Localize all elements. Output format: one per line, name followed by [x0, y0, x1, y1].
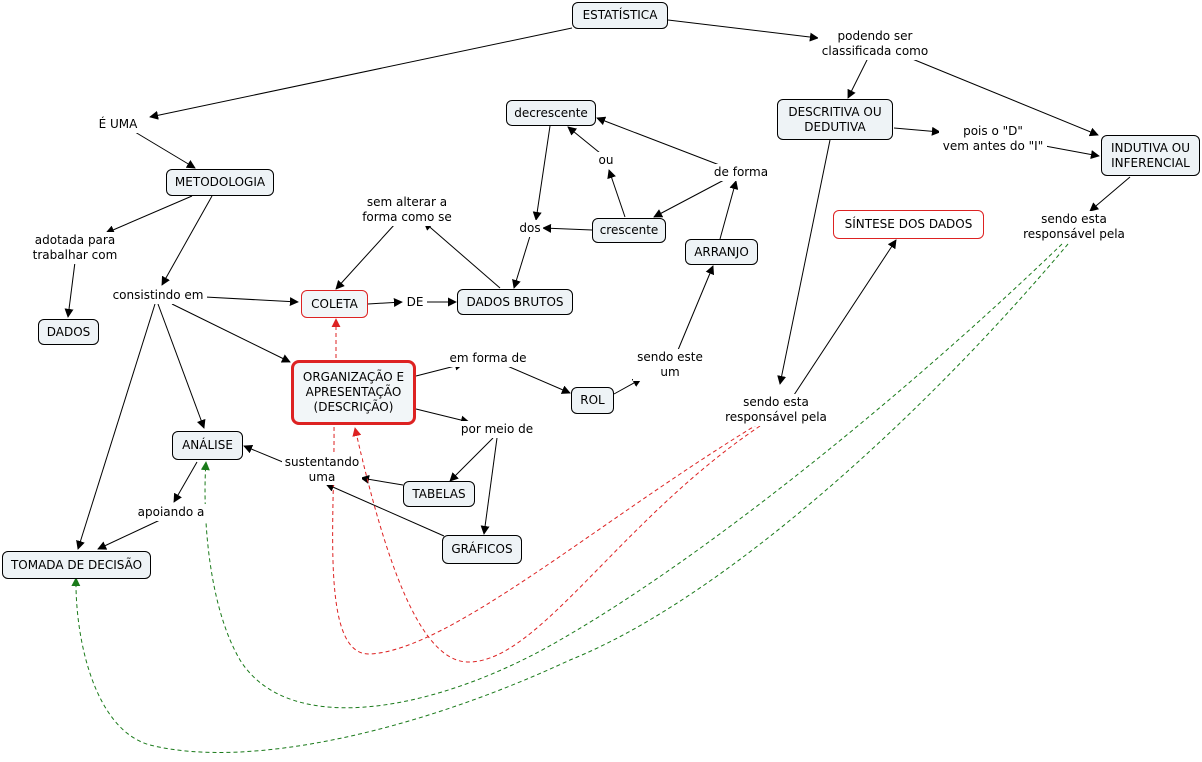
link-descritiva-sendoesta: [777, 139, 831, 385]
phrase-sendo-este-um[interactable]: sendo este um: [633, 349, 707, 381]
phrase-podendo-ser-classificada[interactable]: podendo ser classificada como: [818, 28, 932, 60]
red-dashed-connections: [331, 318, 761, 663]
link-graficos-sustentando: [325, 483, 445, 537]
phrase-e-uma[interactable]: É UMA: [94, 116, 142, 133]
link-emforma-rol: [504, 364, 571, 394]
link-sendoesta-organizacao-a: [332, 423, 759, 655]
concept-dados[interactable]: DADOS: [38, 319, 99, 345]
link-tabelas-sustentando: [360, 474, 404, 486]
concept-tabelas[interactable]: TABELAS: [403, 481, 475, 507]
phrase-de[interactable]: DE: [403, 294, 427, 311]
phrase-dos[interactable]: dos: [517, 220, 543, 237]
phrase-sustentando-uma[interactable]: sustentando uma: [282, 455, 362, 485]
concept-metodologia[interactable]: METODOLOGIA: [166, 169, 274, 196]
link-pormeio-tabelas: [449, 437, 494, 482]
link-sendoesta2-tomada: [71, 243, 1069, 753]
link-pois-indutiva: [1044, 145, 1100, 159]
link-consistindo-coleta: [204, 296, 299, 307]
concept-analise[interactable]: ANÁLISE: [172, 431, 243, 460]
link-metodologia-adotada: [105, 195, 193, 234]
concept-coleta[interactable]: COLETA: [301, 290, 368, 318]
link-indutiva-sendoesta: [1089, 176, 1131, 212]
concept-decrescente[interactable]: decrescente: [506, 100, 596, 126]
phrase-adotada-para[interactable]: adotada para trabalhar com: [28, 232, 122, 264]
link-semalterar-coleta: [335, 223, 396, 290]
link-sendoeste-arranjo: [677, 265, 715, 351]
link-decrescente-dos: [532, 125, 551, 221]
concept-graficos[interactable]: GRÁFICOS: [442, 535, 522, 564]
concept-arranjo[interactable]: ARRANJO: [685, 239, 758, 265]
link-organizacao-pormeio: [415, 408, 470, 425]
phrase-sendo-esta-descritiva[interactable]: sendo esta responsável pela: [720, 394, 832, 426]
link-deforma-crescente: [653, 179, 725, 218]
link-analise-apoiando: [173, 461, 198, 503]
link-euma-metodologia: [134, 131, 196, 169]
link-consistindo-organizacao: [171, 303, 291, 363]
link-sendoesta-organizacao-b: [352, 425, 761, 663]
concept-organizacao[interactable]: ORGANIZAÇÃO E APRESENTAÇÃO (DESCRIÇÃO): [291, 360, 416, 425]
phrase-sem-alterar[interactable]: sem alterar a forma como se: [358, 194, 456, 226]
link-adotada-dados: [64, 261, 76, 318]
link-pormeio-graficos: [480, 437, 498, 535]
phrase-sendo-esta-indutiva[interactable]: sendo esta responsável pela: [1018, 211, 1130, 243]
phrase-ou[interactable]: ou: [595, 152, 617, 169]
link-apoiando-tomada: [97, 519, 161, 550]
phrase-apoiando-a[interactable]: apoiando a: [134, 504, 208, 521]
link-deforma-decrescente: [596, 116, 723, 167]
link-sendoesta2-analise: [200, 243, 1063, 709]
link-descritiva-pois: [893, 126, 941, 136]
link-metodologia-consistindo: [161, 195, 213, 286]
phrase-de-forma[interactable]: de forma: [710, 164, 772, 181]
link-consistindo-analise: [157, 303, 206, 429]
concept-tomada-decisao[interactable]: TOMADA DE DECISÃO: [2, 551, 151, 579]
link-crescente-dos: [542, 223, 593, 233]
link-consistindo-tomada: [76, 303, 156, 550]
link-podendo-descritiva: [847, 57, 869, 99]
link-crescente-ou: [607, 169, 626, 218]
concept-indutiva[interactable]: INDUTIVA OU INFERENCIAL: [1101, 135, 1200, 176]
concept-descritiva[interactable]: DESCRITIVA OU DEDUTIVA: [777, 99, 893, 140]
link-dos-dadosbrutos: [512, 235, 531, 289]
concept-rol[interactable]: ROL: [571, 387, 614, 414]
concept-dados-brutos[interactable]: DADOS BRUTOS: [457, 289, 573, 315]
concept-estatistica[interactable]: ESTATÍSTICA: [572, 2, 668, 29]
green-dashed-connections: [71, 243, 1069, 753]
link-estatistica-euma: [149, 27, 573, 120]
link-estatistica-podendo: [667, 19, 819, 42]
phrase-pois-d-antes-i[interactable]: pois o "D" vem antes do "I": [939, 123, 1047, 155]
link-ou-decrescente: [567, 126, 601, 154]
link-coleta-de: [367, 297, 403, 307]
phrase-em-forma-de[interactable]: em forma de: [446, 350, 530, 367]
link-sendoesta-sintese: [791, 239, 897, 399]
black-connections: [64, 19, 1131, 550]
concept-sintese[interactable]: SÍNTESE DOS DADOS: [833, 210, 984, 239]
link-rol-sendoeste: [613, 378, 642, 395]
link-arranjo-deforma: [719, 180, 739, 240]
link-podendo-indutiva: [904, 55, 1099, 137]
phrase-consistindo-em[interactable]: consistindo em: [109, 287, 207, 304]
link-dadosbrutos-semalterar: [423, 221, 501, 289]
phrase-por-meio-de[interactable]: por meio de: [458, 421, 536, 438]
concept-crescente[interactable]: crescente: [592, 218, 666, 243]
